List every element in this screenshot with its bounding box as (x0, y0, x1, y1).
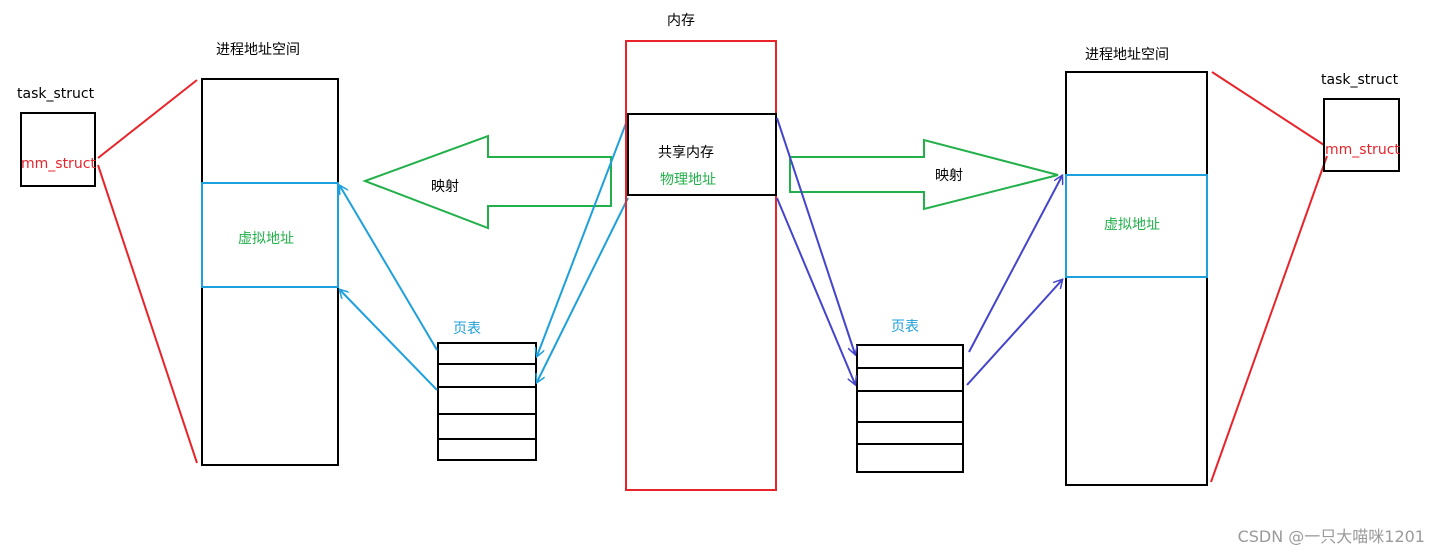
right-page-table-row (856, 344, 964, 369)
right-mm-link-bottom (1210, 155, 1328, 483)
right-page-table-row (856, 367, 964, 392)
left-physical-to-pagetable-arrow (537, 197, 629, 382)
left-address-space-box (201, 78, 339, 466)
right-pagetable-to-virtual-arrow (968, 176, 1062, 353)
right-physical-to-pagetable-arrow (776, 197, 855, 384)
right-mm-link-top (1211, 71, 1325, 146)
left-task-struct-label: task_struct (17, 86, 95, 102)
shared-memory-region (627, 113, 777, 196)
right-address-space-title: 进程地址空间 (1085, 47, 1169, 63)
physical-address-label: 物理地址 (660, 172, 716, 188)
right-pagetable-to-virtual-arrow (966, 280, 1062, 386)
left-virtual-address-region (201, 182, 339, 288)
right-task-struct-label: task_struct (1321, 72, 1399, 88)
left-mapping-arrow (362, 134, 612, 230)
right-physical-to-pagetable-arrow (776, 117, 855, 354)
right-task-struct-box (1323, 98, 1400, 172)
left-mm-link-bottom (97, 164, 198, 464)
left-page-table-row (437, 342, 537, 365)
right-mm-struct-label: mm_struct (1325, 142, 1400, 158)
left-pagetable-to-virtual-arrow (340, 290, 438, 391)
left-physical-to-pagetable-arrow (537, 117, 629, 356)
right-address-space-box (1065, 71, 1208, 486)
left-mm-link-top (97, 79, 198, 159)
right-mapping-label: 映射 (935, 168, 963, 184)
left-virtual-address-label: 虚拟地址 (238, 231, 294, 247)
left-task-struct-box (20, 112, 96, 187)
right-page-table-label: 页表 (891, 319, 919, 335)
left-page-table-row (437, 363, 537, 388)
left-page-table-row (437, 386, 537, 415)
shared-memory-label: 共享内存 (658, 144, 714, 161)
left-page-table-row (437, 413, 537, 440)
memory-title: 内存 (667, 13, 695, 29)
right-virtual-address-label: 虚拟地址 (1104, 217, 1160, 233)
left-mm-struct-label: mm_struct (21, 156, 96, 172)
right-virtual-address-region (1065, 174, 1208, 278)
right-page-table-row (856, 421, 964, 445)
left-pagetable-to-virtual-arrow (340, 186, 438, 351)
left-page-table-row (437, 438, 537, 461)
right-mapping-arrow (789, 138, 1059, 211)
left-page-table-label: 页表 (453, 321, 481, 337)
right-page-table-row (856, 390, 964, 423)
csdn-watermark: CSDN @一只大喵咪1201 (1238, 527, 1425, 546)
left-address-space-title: 进程地址空间 (216, 42, 300, 58)
right-page-table-row (856, 443, 964, 473)
memory-box (625, 40, 777, 491)
left-mapping-label: 映射 (431, 179, 459, 195)
